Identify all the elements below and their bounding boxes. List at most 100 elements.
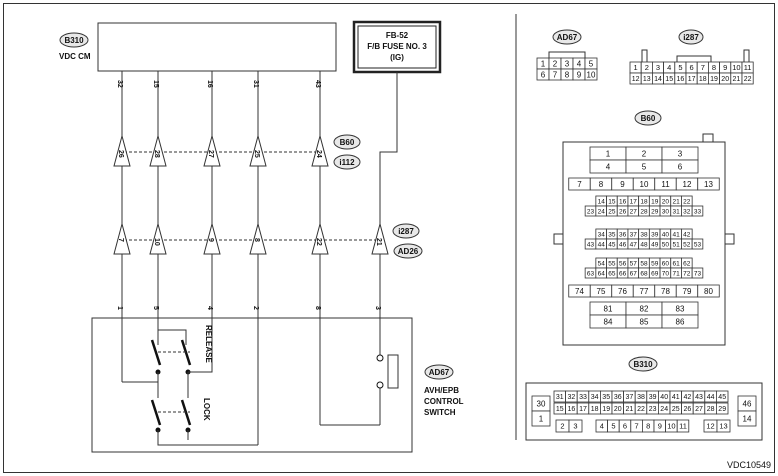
b60-pin: 46 bbox=[619, 241, 627, 248]
lamp-element bbox=[387, 354, 399, 389]
b60-pin: 78 bbox=[661, 287, 670, 296]
b310-pin: 22 bbox=[637, 406, 645, 413]
b310-pin: 21 bbox=[626, 406, 634, 413]
b310-pin: 44 bbox=[707, 394, 715, 401]
terminal-r2-1 bbox=[113, 222, 131, 255]
b60-pin: 51 bbox=[672, 241, 680, 248]
ad67-pin: 2 bbox=[553, 59, 558, 68]
ad67-pin: 5 bbox=[589, 59, 594, 68]
i287-pin: 19 bbox=[710, 76, 718, 83]
r1-pin-2: 28 bbox=[153, 150, 160, 158]
b310-pin: 46 bbox=[743, 399, 752, 408]
b310-pin: 11 bbox=[679, 422, 687, 431]
b60-pin: 63 bbox=[587, 270, 595, 277]
b60-pin: 19 bbox=[651, 198, 659, 205]
i287-pin: 9 bbox=[723, 63, 727, 72]
b310-code-pill bbox=[59, 32, 89, 48]
b310-pin: 2 bbox=[560, 422, 564, 431]
b310-pin: 3 bbox=[573, 422, 577, 431]
b60-pin: 12 bbox=[683, 180, 692, 189]
b310-pin: 35 bbox=[602, 394, 610, 401]
b60-pin: 18 bbox=[640, 198, 648, 205]
b60-pin: 55 bbox=[608, 260, 616, 267]
b60-pin: 76 bbox=[618, 287, 627, 296]
b60-pin: 43 bbox=[587, 241, 595, 248]
i287-pin: 14 bbox=[654, 76, 662, 83]
b310-pin: 8 bbox=[646, 422, 650, 431]
i287-pin: 18 bbox=[699, 76, 707, 83]
release-link-top bbox=[157, 329, 187, 345]
b310-code-label: B310 bbox=[64, 36, 84, 45]
vdc-cm-label: VDC CM bbox=[59, 52, 91, 61]
b310-pin: 9 bbox=[658, 422, 662, 431]
terminal-r1-5 bbox=[311, 134, 329, 167]
outer-frame bbox=[3, 3, 775, 473]
b60-pin: 69 bbox=[651, 270, 659, 277]
b310-pin: 13 bbox=[719, 422, 727, 431]
b60-pin: 20 bbox=[662, 198, 670, 205]
switch-name-2: CONTROL bbox=[424, 397, 464, 406]
r2-pin-4: 8 bbox=[253, 238, 260, 242]
i287-pin: 22 bbox=[744, 76, 752, 83]
row2-code-2: AD26 bbox=[398, 247, 419, 256]
b60-pin: 72 bbox=[683, 270, 691, 277]
b60-pin: 30 bbox=[662, 208, 670, 215]
b310-pin: 41 bbox=[672, 394, 680, 401]
b60-pin: 25 bbox=[608, 208, 616, 215]
b60-pin: 33 bbox=[694, 208, 702, 215]
ad67-pin: 8 bbox=[565, 70, 570, 79]
i287-cell bbox=[741, 72, 754, 85]
b310-cell bbox=[716, 390, 729, 403]
b310-pin: 6 bbox=[623, 422, 627, 431]
b310-pin: 45 bbox=[718, 394, 726, 401]
row1-code-1: B60 bbox=[340, 138, 355, 147]
vdc-pin-3: 16 bbox=[206, 80, 213, 88]
b310-housing bbox=[525, 382, 763, 441]
i287-pin: 21 bbox=[733, 76, 741, 83]
b60-pin: 5 bbox=[642, 162, 647, 171]
r1-pin-3: 27 bbox=[207, 150, 214, 158]
b60-pin: 62 bbox=[683, 260, 691, 267]
b60-pin: 81 bbox=[604, 304, 613, 313]
b60-cell bbox=[691, 205, 704, 217]
b60-pin: 40 bbox=[662, 231, 670, 238]
b60-pin: 59 bbox=[651, 260, 659, 267]
b310-cell bbox=[531, 410, 551, 427]
i287-pin: 7 bbox=[701, 63, 705, 72]
b60-pin: 83 bbox=[676, 304, 685, 313]
b60-pin: 44 bbox=[598, 241, 606, 248]
b60-pin: 71 bbox=[672, 270, 680, 277]
terminal-r1-3 bbox=[203, 134, 221, 167]
b60-pin: 54 bbox=[598, 260, 606, 267]
b60-pin: 80 bbox=[704, 287, 713, 296]
b60-pin: 29 bbox=[651, 208, 659, 215]
r2-pin-5: 22 bbox=[315, 238, 322, 246]
b310-pin: 36 bbox=[614, 394, 622, 401]
ad67-pin: 10 bbox=[587, 70, 596, 79]
ad67-pin: 6 bbox=[541, 70, 546, 79]
b60-pin: 67 bbox=[630, 270, 638, 277]
r2-pin-3: 9 bbox=[207, 238, 214, 242]
b60-pin: 8 bbox=[599, 180, 604, 189]
b60-pin: 38 bbox=[640, 231, 648, 238]
b60-pin: 68 bbox=[640, 270, 648, 277]
r1-pin-1: 26 bbox=[117, 150, 124, 158]
ad67-code-pill bbox=[424, 364, 454, 380]
b60-cell bbox=[697, 284, 720, 298]
sw-pin-5: 8 bbox=[314, 306, 321, 310]
switch-code: AD67 bbox=[429, 368, 450, 377]
sw-pin-1: 1 bbox=[116, 306, 123, 310]
connector-row2: 7 10 9 8 22 21 bbox=[113, 222, 389, 255]
b310-pin: 27 bbox=[695, 406, 703, 413]
b60-cell bbox=[661, 314, 699, 329]
release-wire-right bbox=[188, 330, 213, 373]
b60-pin: 1 bbox=[606, 149, 611, 158]
ad67-cell bbox=[584, 68, 598, 81]
b60-pin: 36 bbox=[619, 231, 627, 238]
b60-pin: 14 bbox=[598, 198, 606, 205]
b60-pin: 42 bbox=[683, 231, 691, 238]
b310-pin: 18 bbox=[591, 406, 599, 413]
i287-pin: 11 bbox=[744, 63, 752, 72]
